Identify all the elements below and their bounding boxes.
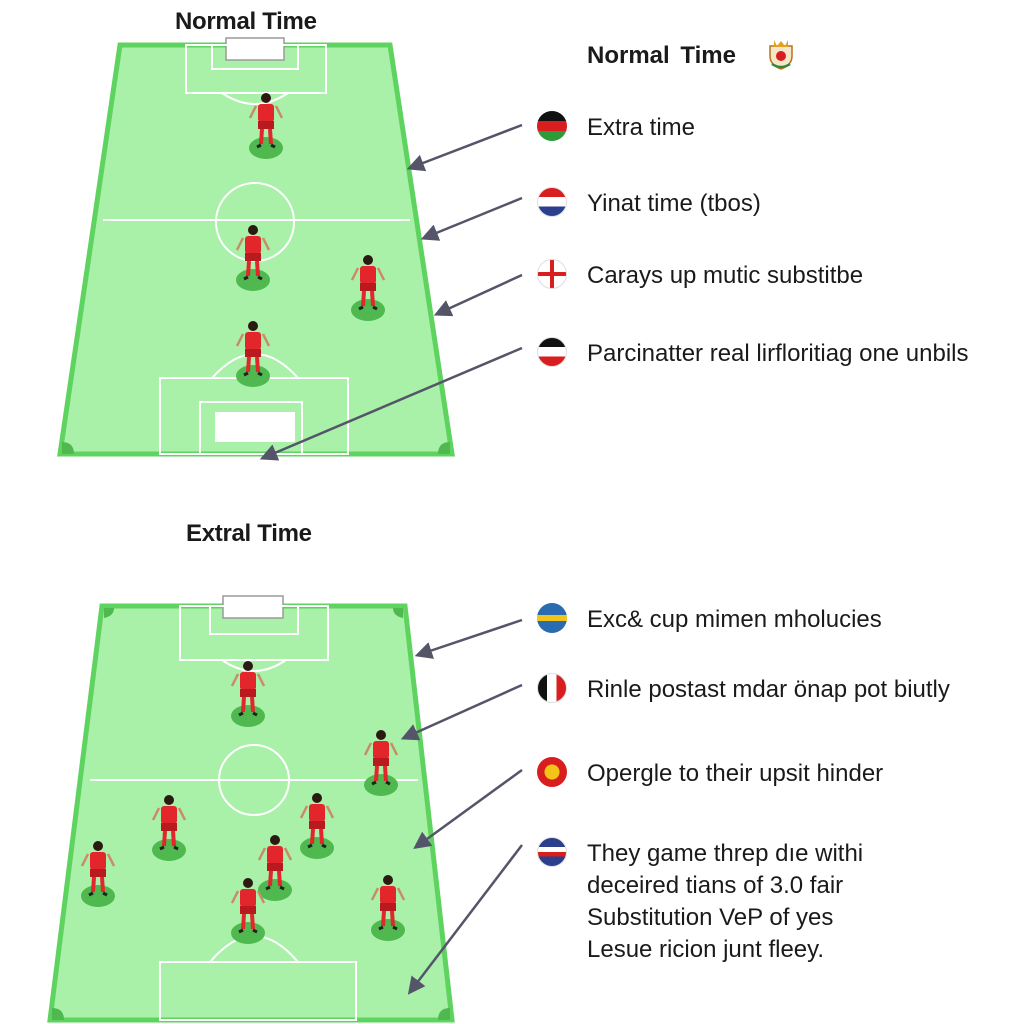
corner-bl — [52, 1008, 64, 1020]
center-circle — [218, 744, 290, 816]
flag-blue-white-red-icon — [537, 837, 567, 867]
note-bottom-3: Opergle to their upsit hinder — [537, 757, 884, 790]
note-top-2: Yinat time (tbos) — [537, 187, 761, 220]
note-bottom-1: Exc& cup mimen mholucies — [537, 603, 882, 636]
player-figure — [230, 878, 266, 944]
note-bottom-4: They game threp dıe withi deceired tians… — [537, 837, 864, 966]
player-figure — [80, 841, 116, 907]
note-top-4: Parcinatter real lirfloritiag one unbils — [537, 337, 969, 370]
extra-time-title: Extral Time — [186, 520, 312, 547]
note-text: Exc& cup mimen mholucies — [587, 606, 882, 633]
player-figure — [230, 661, 266, 727]
player-figure — [363, 730, 399, 796]
note-top-1: Extra time — [537, 111, 696, 144]
goal-area-top — [209, 605, 299, 635]
flag-black-red-green-icon — [537, 111, 567, 141]
legend-title: Normal Time — [587, 42, 736, 69]
pitch-extra-time — [47, 595, 455, 1023]
goal-top — [225, 37, 285, 61]
flag-red-white-blue-icon — [537, 187, 567, 217]
note-top-3: Carays up mutic substitbe — [537, 259, 864, 292]
penalty-arc-top — [221, 659, 287, 672]
flag-england-cross-icon — [537, 259, 567, 289]
player-figure — [235, 321, 271, 387]
penalty-area-bottom — [159, 961, 357, 1021]
normal-time-title: Normal Time — [175, 8, 317, 35]
player-figure — [151, 795, 187, 861]
note-text: Yinat time (tbos) — [587, 190, 761, 217]
note-text: Carays up mutic substitbe — [587, 262, 864, 289]
club-crest-icon — [769, 40, 793, 70]
note-text: Extra time — [587, 114, 696, 141]
goal-bottom — [215, 412, 295, 442]
player-figure — [370, 875, 406, 941]
corner-tr — [393, 608, 403, 618]
penalty-arc-top — [221, 92, 289, 105]
note-text: Rinle postast mdar önap pot biutly — [587, 676, 950, 703]
player-figure — [235, 225, 271, 291]
corner-tl — [104, 608, 114, 618]
pitch-normal-time — [57, 37, 455, 457]
note-text: Parcinatter real lirfloritiag one unbils — [587, 340, 969, 367]
flag-blue-yellow-icon — [537, 603, 567, 633]
player-figure — [248, 93, 284, 159]
goal-area-top — [211, 44, 299, 70]
note-text: Opergle to their upsit hinder — [587, 760, 884, 787]
flag-red-gold-crest-icon — [537, 757, 567, 787]
flag-black-white-red-icon — [537, 673, 567, 703]
corner-br — [438, 1008, 450, 1020]
note-bottom-2: Rinle postast mdar önap pot biutly — [537, 673, 950, 706]
player-figure — [257, 835, 293, 901]
note-text: They game threp dıe withi deceired tians… — [587, 840, 864, 963]
flag-black-white-red-icon — [537, 337, 567, 367]
corner-bl — [62, 442, 74, 454]
player-figure — [350, 255, 386, 321]
player-figure — [299, 793, 335, 859]
